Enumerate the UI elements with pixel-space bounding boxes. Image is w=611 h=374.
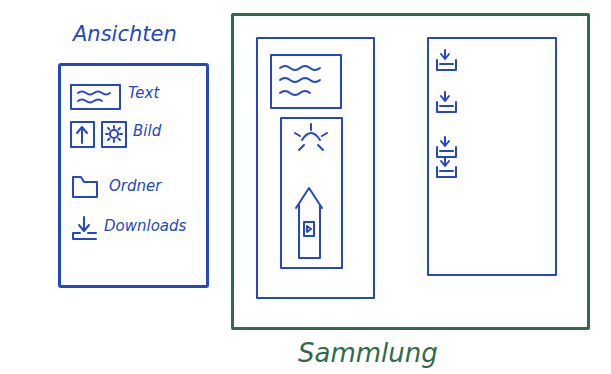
node-heading: Ansichten [73, 22, 177, 46]
left-panel [257, 38, 374, 298]
upload-icon-stroke [77, 127, 87, 143]
right-panel-stroke [437, 50, 456, 70]
image-icon [102, 122, 126, 147]
text-icon-stroke [71, 85, 120, 109]
right-panel-stroke [437, 137, 456, 157]
image-icon-stroke [110, 130, 118, 138]
item-label: Text [128, 84, 159, 102]
folder-icon [73, 177, 97, 197]
item-label: Downloads [104, 217, 186, 235]
upload-icon-stroke [71, 122, 94, 147]
download-icon [73, 217, 96, 239]
left-panel-stroke [302, 133, 320, 140]
left-panel-stroke [281, 118, 342, 268]
left-panel-stroke [257, 38, 374, 298]
right-panel-stroke [437, 92, 456, 112]
left-panel-stroke [271, 55, 341, 108]
collection-frame: Sammlung [231, 13, 590, 330]
text-icon [71, 85, 120, 109]
node-heading: Sammlung [298, 338, 438, 368]
left-panel-stroke [280, 78, 320, 82]
left-panel-stroke [295, 124, 327, 150]
item-label: Bild [133, 122, 161, 140]
image-icon-stroke [102, 122, 126, 147]
download-icon-stroke [73, 233, 96, 239]
text-icon-stroke [78, 92, 110, 95]
left-panel-stroke [280, 91, 310, 95]
folder-icon-stroke [73, 177, 97, 197]
download-icon-stroke [79, 217, 89, 231]
right-panel-stroke [437, 158, 456, 177]
left-panel-stroke [296, 188, 322, 258]
left-panel-stroke [280, 66, 320, 70]
text-icon-stroke [78, 100, 102, 103]
right-panel-stroke [428, 38, 556, 275]
item-label: Ordner [109, 177, 161, 195]
right-panel [428, 38, 556, 275]
upload-icon [71, 122, 94, 147]
left-panel-stroke [304, 222, 314, 236]
image-icon-stroke [106, 126, 122, 142]
